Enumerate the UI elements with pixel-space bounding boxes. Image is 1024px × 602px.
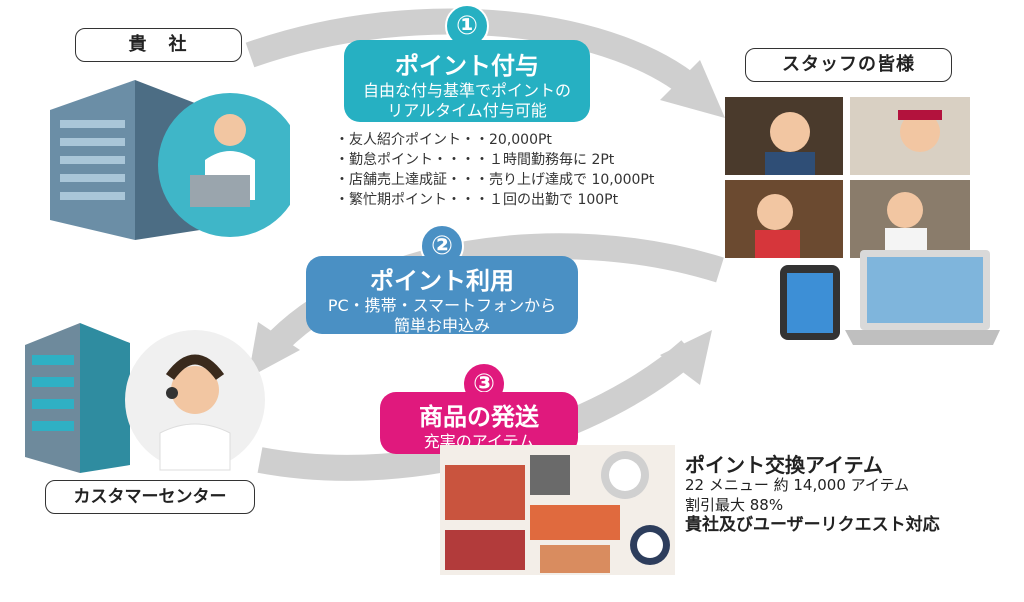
laptop-icon xyxy=(845,250,1000,345)
staff-photo-3 xyxy=(725,180,843,258)
exchange-info: ポイント交換アイテム 22 メニュー 約 14,000 アイテム 割引最大 88… xyxy=(685,455,940,535)
step-2-desc-line1: PC・携帯・スマートフォンから xyxy=(327,296,557,315)
step-1-title: ポイント付与 xyxy=(395,52,539,80)
staff-label: スタッフの皆様 xyxy=(745,48,952,82)
company-illustration xyxy=(50,80,290,240)
arrow-company-to-staff xyxy=(245,8,709,105)
food-item-icon xyxy=(445,465,525,520)
staff-photo-1 xyxy=(725,97,843,175)
seafood-icon xyxy=(540,545,610,573)
crab-icon xyxy=(530,505,620,540)
point-rule-item: ・友人紹介ポイント・・20,000Pt xyxy=(335,132,552,148)
staff-photo-4 xyxy=(850,180,970,258)
staff-photos xyxy=(725,97,970,258)
watch-icon xyxy=(630,525,670,565)
devices-illustration xyxy=(780,250,1000,345)
arrow-staff-to-callcenter-head xyxy=(248,322,300,378)
exchange-heading: ポイント交換アイテム xyxy=(685,453,883,477)
smartphone-icon xyxy=(780,265,840,340)
product-collage xyxy=(440,445,675,575)
step-1-desc-line2: リアルタイム付与可能 xyxy=(387,101,547,120)
exchange-line2: 割引最大 88% xyxy=(685,496,784,514)
callcenter-building-icon xyxy=(25,323,130,473)
step-2-box: ポイント利用 PC・携帯・スマートフォンから 簡単お申込み xyxy=(306,256,578,335)
watch-icon xyxy=(601,451,649,499)
staff-photo-2 xyxy=(850,97,970,175)
step-1-desc-line1: 自由な付与基準でポイントの xyxy=(362,81,571,100)
meat-icon xyxy=(445,530,525,570)
point-rule-item: ・勤怠ポイント・・・・１時間勤務毎に 2Pt xyxy=(335,152,615,168)
point-rule-item: ・繁忙期ポイント・・・１回の出勤で 100Pt xyxy=(335,192,619,208)
step-2-desc-line2: 簡単お申込み xyxy=(393,316,490,335)
step-1-box: ポイント付与 自由な付与基準でポイントの リアルタイム付与可能 xyxy=(344,40,590,122)
businessman-icon xyxy=(158,93,290,237)
exchange-line1: 22 メニュー 約 14,000 アイテム xyxy=(685,476,910,494)
arrow-callcenter-to-staff-head xyxy=(660,330,712,385)
appliance-icon xyxy=(530,455,570,495)
headset-icon xyxy=(166,387,178,399)
step-2-title: ポイント利用 xyxy=(370,267,514,295)
callcenter-illustration xyxy=(25,323,265,473)
exchange-line3: 貴社及びユーザーリクエスト対応 xyxy=(685,515,940,535)
step-3-title: 商品の発送 xyxy=(419,403,539,431)
arrow-company-to-staff-head xyxy=(660,60,725,118)
step-3-box: 商品の発送 充実のアイテム xyxy=(380,392,578,454)
company-label: 貴 社 xyxy=(75,28,242,62)
callcenter-label: カスタマーセンター xyxy=(45,480,255,514)
point-rule-item: ・店舗売上達成証・・・売り上げ達成で 10,000Pt xyxy=(335,172,655,188)
operator-icon xyxy=(125,330,265,471)
point-rules-list: ・友人紹介ポイント・・20,000Pt ・勤怠ポイント・・・・１時間勤務毎に 2… xyxy=(335,130,654,210)
